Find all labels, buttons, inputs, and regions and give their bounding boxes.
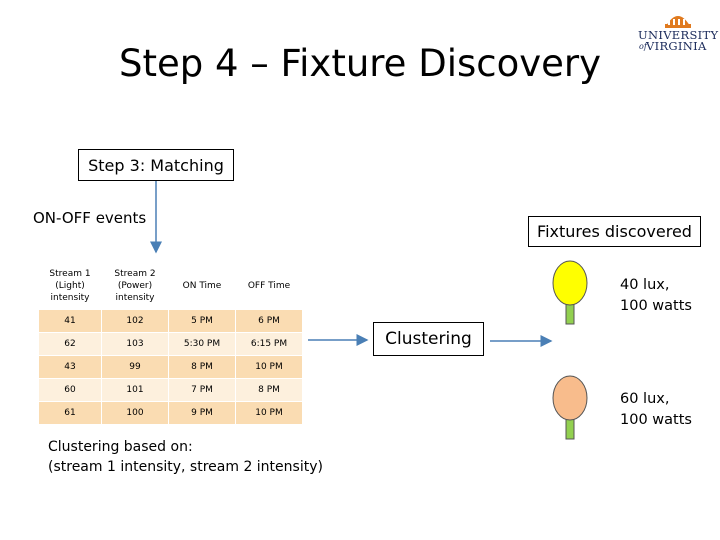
header-line: intensity	[50, 293, 90, 303]
fixture-2-lux: 60 lux,	[620, 391, 670, 407]
table-cell: 102	[101, 309, 169, 333]
logo-of: of	[639, 42, 647, 51]
clustering-note: Clustering based on: (stream 1 intensity…	[48, 437, 323, 477]
table-cell: 62	[38, 332, 102, 356]
logo-line-1: UNIVERSITY	[638, 28, 719, 42]
fixture-1-bulb-icon	[552, 260, 588, 325]
table-cell: 61	[38, 401, 102, 425]
table-header-row: Stream 1 (Light) intensity Stream 2 (Power) i…	[38, 262, 303, 310]
header-line: intensity	[115, 293, 155, 303]
page-title: Step 4 – Fixture Discovery	[118, 42, 601, 85]
logo-line-2: VIRGINIA	[646, 39, 707, 53]
fixture-1-label: 40 lux, 100 watts	[620, 275, 692, 317]
table-header-cell: Stream 1 (Light) intensity	[38, 262, 102, 310]
header-line: (Power)	[117, 281, 153, 291]
events-table: Stream 1 (Light) intensity Stream 2 (Power) i…	[38, 262, 303, 425]
clustering-note-line-2: (stream 1 intensity, stream 2 intensity)	[48, 459, 323, 475]
fixture-2-label: 60 lux, 100 watts	[620, 389, 692, 431]
fixtures-discovered-box: Fixtures discovered	[528, 216, 701, 247]
clustering-box: Clustering	[373, 322, 484, 356]
table-cell: 99	[101, 355, 169, 379]
table-cell: 6 PM	[235, 309, 303, 333]
table-cell: 10 PM	[235, 355, 303, 379]
rotunda-icon	[665, 16, 691, 28]
header-line: (Light)	[55, 281, 85, 291]
table-header-cell: Stream 2 (Power) intensity	[101, 262, 169, 310]
step3-matching-box: Step 3: Matching	[78, 149, 234, 181]
table-cell: 10 PM	[235, 401, 303, 425]
table-cell: 6:15 PM	[235, 332, 303, 356]
header-line: Stream 2	[114, 269, 156, 279]
fixture-2-watts: 100 watts	[620, 412, 692, 428]
table-cell: 8 PM	[168, 355, 236, 379]
table-cell: 9 PM	[168, 401, 236, 425]
header-line: ON Time	[182, 281, 222, 291]
header-line: Stream 1	[49, 269, 91, 279]
university-logo: UNIVERSITY of VIRGINIA	[636, 6, 720, 53]
fixture-1-lux: 40 lux,	[620, 277, 670, 293]
fixture-1-watts: 100 watts	[620, 298, 692, 314]
table-cell: 60	[38, 378, 102, 402]
clustering-note-line-1: Clustering based on:	[48, 439, 193, 455]
table-header-cell: OFF Time	[235, 262, 303, 310]
fixture-2-bulb-icon	[552, 375, 588, 440]
table-cell: 100	[101, 401, 169, 425]
header-line: OFF Time	[247, 281, 291, 291]
table-cell: 5:30 PM	[168, 332, 236, 356]
onoff-events-label: ON-OFF events	[33, 209, 147, 227]
